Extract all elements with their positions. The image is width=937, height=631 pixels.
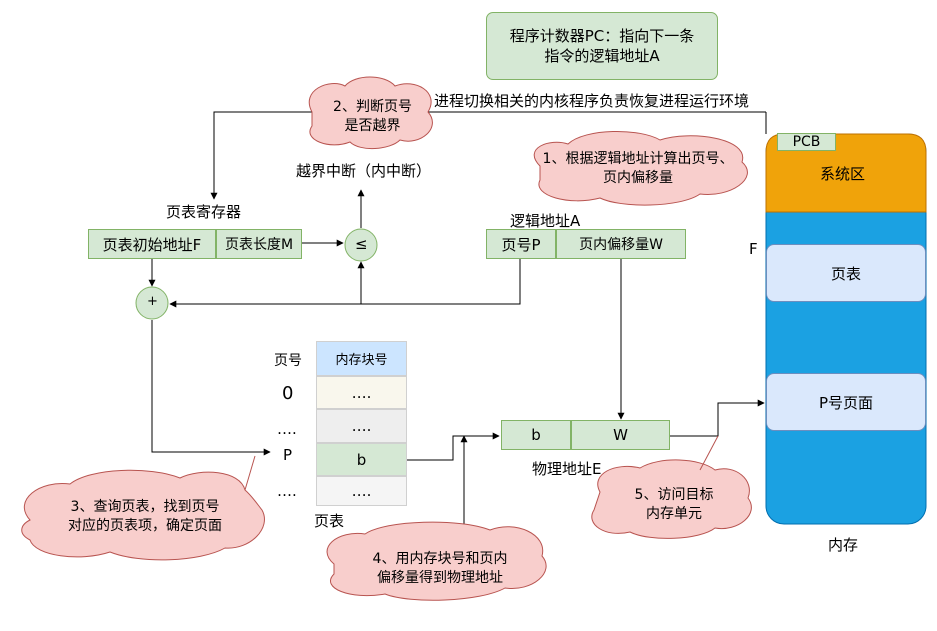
step4-cloud (326, 521, 547, 601)
pcb-box: PCB (777, 133, 836, 151)
step2-text: 2、判断页号 是否越界 (320, 98, 425, 136)
step4-text: 4、用内存块号和页内 偏移量得到物理地址 (340, 550, 540, 588)
page-table-start-address: 页表初始地址F (88, 229, 216, 259)
pc-line2: 指令的逻辑地址A (544, 47, 660, 65)
step4-line2: 偏移量得到物理地址 (377, 570, 503, 586)
logical-page-number: 页号P (486, 229, 556, 259)
memory-caption: 内存 (828, 536, 859, 554)
compare-circle (344, 228, 378, 262)
step2-cloud (308, 76, 433, 149)
physical-to-memory-arrow (670, 399, 765, 437)
physical-address-title: 物理地址E (532, 460, 602, 478)
pc-line1: 程序计数器PC：指向下一条 (509, 27, 695, 45)
step2-line1: 2、判断页号 (333, 99, 412, 115)
switch-text: 进程切换相关的内核程序负责恢复进程运行环境 (434, 92, 750, 110)
memory-page-table: 页表 (766, 244, 926, 302)
compare-symbol: ≤ (355, 235, 368, 253)
step4-line1: 4、用内存块号和页内 (372, 551, 508, 567)
step3-line1: 3、查询页表，找到页号 (70, 499, 220, 515)
step1-line1: 1、根据逻辑地址计算出页号、 (542, 151, 734, 167)
page-no-line (169, 258, 521, 308)
page-table-row-2-block: b (316, 443, 407, 476)
block-to-physical-arrow (407, 432, 500, 461)
page-table-row-3-block: …. (316, 476, 407, 506)
step3-line2: 对应的页表项，确定页面 (68, 518, 222, 534)
page-table-row-0-block: …. (316, 376, 407, 409)
page-table-row-1-page: …. (277, 420, 297, 438)
step3-cloud (21, 455, 265, 561)
memory-p-page: P号页面 (766, 373, 926, 431)
step5-text: 5、访问目标 内存单元 (604, 486, 744, 524)
step2-line2: 是否越界 (344, 118, 401, 134)
memory-f-label: F (749, 240, 758, 258)
page-table-row-1-block: …. (316, 409, 407, 443)
page-table-register-title: 页表寄存器 (166, 203, 242, 221)
page-table-row-2-page: P (283, 446, 293, 464)
physical-block-b: b (501, 420, 571, 450)
system-area (765, 133, 927, 213)
program-counter-box: 程序计数器PC：指向下一条 指令的逻辑地址A (486, 12, 718, 80)
add-to-page-row-arrow (151, 320, 271, 456)
page-table-header-page: 页号 (274, 353, 302, 369)
step5-line1: 5、访问目标 (634, 487, 714, 503)
step1-cloud (533, 130, 748, 206)
page-table-caption: 页表 (314, 512, 345, 530)
add-circle (135, 286, 169, 320)
logical-address-title: 逻辑地址A (510, 212, 581, 230)
step3-text: 3、查询页表，找到页号 对应的页表项，确定页面 (30, 498, 260, 536)
page-table-length: 页表长度M (216, 229, 302, 259)
step5-line2: 内存单元 (646, 506, 702, 522)
overflow-interrupt-label: 越界中断（内中断） (296, 162, 432, 180)
logical-offset: 页内偏移量W (556, 229, 686, 259)
page-table-row-0-page: 0 (282, 383, 294, 404)
page-table-row-3-page: …. (277, 482, 297, 500)
step1-text: 1、根据逻辑地址计算出页号、 页内偏移量 (538, 150, 738, 188)
switch-to-register-arrow (210, 111, 766, 200)
add-symbol: + (147, 294, 158, 309)
system-area-label: 系统区 (820, 165, 866, 183)
step5-cloud (591, 435, 752, 539)
physical-offset-w: W (571, 420, 670, 450)
page-table-header-block: 内存块号 (316, 341, 407, 376)
step1-line2: 页内偏移量 (603, 170, 673, 186)
